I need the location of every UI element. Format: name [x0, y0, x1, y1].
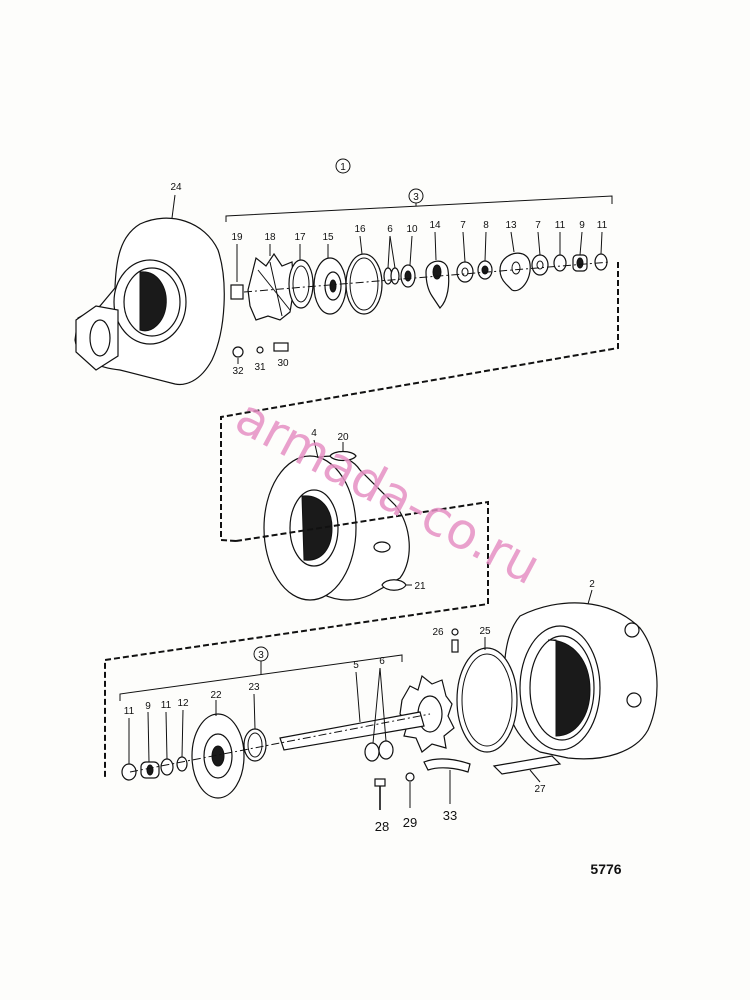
bearing-housing-4: 4 20 21	[263, 428, 426, 601]
callout-29: 29	[403, 815, 417, 830]
hardware-28-29-33: 28 29 33	[374, 758, 471, 834]
callout-9-bottom: 9	[145, 701, 151, 712]
callout-8: 8	[483, 220, 489, 231]
part-12-ring	[176, 756, 188, 772]
callout-25: 25	[479, 626, 491, 637]
callout-2: 2	[589, 579, 595, 590]
part-27-shield: 27	[492, 755, 562, 795]
part-11-ring-c	[121, 763, 137, 781]
part-21-gasket	[381, 579, 407, 591]
callout-19: 19	[231, 232, 243, 243]
part-5-shaft: 5	[279, 660, 425, 751]
callout-28: 28	[375, 819, 389, 834]
callout-22: 22	[210, 690, 222, 701]
top-group-bracket: 3	[225, 188, 613, 222]
callout-24: 24	[170, 182, 182, 193]
callout-16: 16	[354, 224, 366, 235]
callout-27: 27	[534, 784, 546, 795]
reference-circle-1: 1	[335, 158, 351, 174]
callout-14: 14	[429, 220, 441, 231]
part-20-gasket	[329, 450, 357, 462]
part-15-seal-plate: 15	[313, 232, 347, 315]
figure-code: 5776	[590, 861, 621, 877]
callout-17: 17	[294, 232, 306, 243]
part-11-ring-a: 11	[553, 220, 567, 272]
top-section-outline	[220, 262, 619, 542]
part-22-seal-plate: 22	[191, 690, 245, 799]
callout-33: 33	[443, 808, 457, 823]
callout-26: 26	[432, 627, 444, 638]
callout-3-top: 3	[413, 192, 419, 203]
callout-6-bottom: 6	[379, 656, 385, 667]
callout-6-top: 6	[387, 224, 393, 235]
part-19-nut: 19	[230, 232, 244, 300]
part-6-rings-top: 6	[383, 224, 400, 285]
turbine-housing-2: 2	[503, 579, 658, 760]
part-10-spacer: 10	[400, 224, 418, 288]
callout-15: 15	[322, 232, 334, 243]
part-18-compressor-wheel: 18	[247, 232, 295, 321]
middle-section-outline	[104, 500, 489, 778]
callout-7a: 7	[460, 220, 466, 231]
callout-18: 18	[264, 232, 276, 243]
part-13-thrust-plate: 13	[499, 220, 531, 292]
part-23-ring: 23	[243, 682, 267, 762]
callout-11a: 11	[555, 220, 566, 231]
part-8-ring: 8	[477, 220, 493, 280]
callout-12: 12	[177, 698, 189, 709]
part-17-o-ring: 17	[288, 232, 314, 309]
part-25-clamp-ring: 25	[456, 626, 518, 753]
part-14-deflector: 14	[425, 220, 450, 309]
callout-1: 1	[340, 162, 346, 173]
part-7-washer-b: 7	[531, 220, 549, 276]
callout-30: 30	[277, 358, 289, 369]
part-9-bearing-top: 9	[572, 220, 588, 272]
callout-11b: 11	[597, 220, 608, 231]
callout-9-top: 9	[579, 220, 585, 231]
part-26-bolt: 26	[432, 627, 459, 653]
compressor-housing-24: 24	[74, 182, 225, 386]
callout-5: 5	[353, 660, 359, 671]
callout-13: 13	[505, 220, 517, 231]
bottom-group-bracket: 3	[119, 646, 403, 701]
bottom-parts-row: 11 9 11 12 22 23	[121, 682, 431, 799]
callout-21: 21	[414, 581, 426, 592]
callout-11d: 11	[161, 700, 172, 711]
callout-11c: 11	[124, 706, 135, 717]
callout-4: 4	[311, 428, 317, 439]
hardware-30-32: 32 31 30	[232, 342, 289, 377]
callout-7b: 7	[535, 220, 541, 231]
part-7-washer-a: 7	[456, 220, 474, 283]
part-11-ring-d	[160, 758, 174, 776]
callout-10: 10	[406, 224, 418, 235]
part-6-rings-bottom: 6	[364, 656, 394, 762]
top-parts-row: 19 18 17 15 16	[230, 220, 611, 321]
callout-32: 32	[232, 366, 244, 377]
callout-3-bottom: 3	[258, 650, 264, 661]
callout-20: 20	[337, 432, 349, 443]
part-16-ring: 16	[345, 224, 383, 315]
callout-23: 23	[248, 682, 260, 693]
callout-31: 31	[254, 362, 266, 373]
